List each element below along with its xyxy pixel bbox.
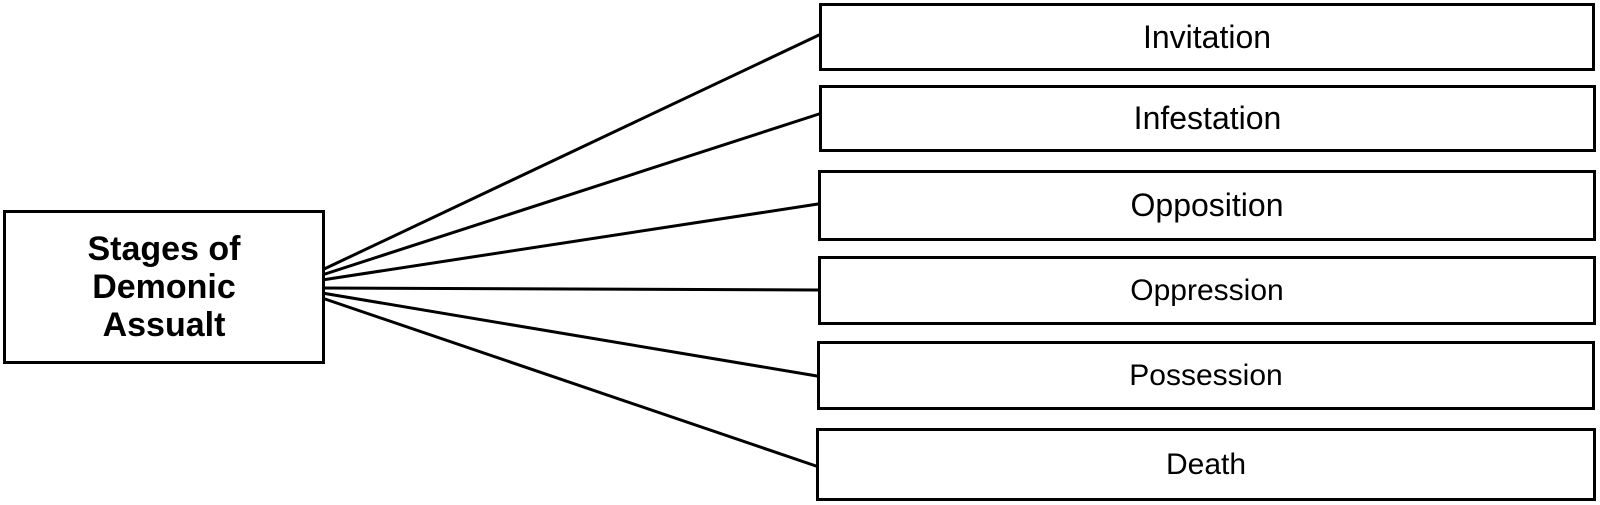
stage-label: Oppression: [1130, 273, 1284, 307]
stage-label: Death: [1165, 447, 1247, 481]
stage-label: Possession: [1129, 358, 1283, 392]
stage-label: Infestation: [1133, 100, 1282, 136]
connector-death: [320, 296, 818, 468]
connector-infestation: [320, 112, 821, 277]
stage-box-infestation: Infestation: [819, 85, 1596, 152]
stage-box-death: Death: [816, 428, 1596, 501]
stage-box-opposition: Opposition: [818, 170, 1596, 241]
root-node-box: Stages of Demonic Assualt: [3, 210, 325, 364]
stage-box-oppression: Oppression: [818, 256, 1596, 325]
connector-oppression: [320, 286, 820, 292]
connector-opposition: [320, 202, 820, 282]
root-node-label: Stages of Demonic Assualt: [87, 230, 241, 344]
stage-label: Opposition: [1130, 187, 1284, 223]
connector-possession: [320, 291, 819, 378]
connector-invitation: [320, 33, 821, 272]
stage-box-invitation: Invitation: [819, 3, 1595, 71]
stage-label: Invitation: [1142, 18, 1272, 55]
stage-box-possession: Possession: [817, 341, 1595, 410]
